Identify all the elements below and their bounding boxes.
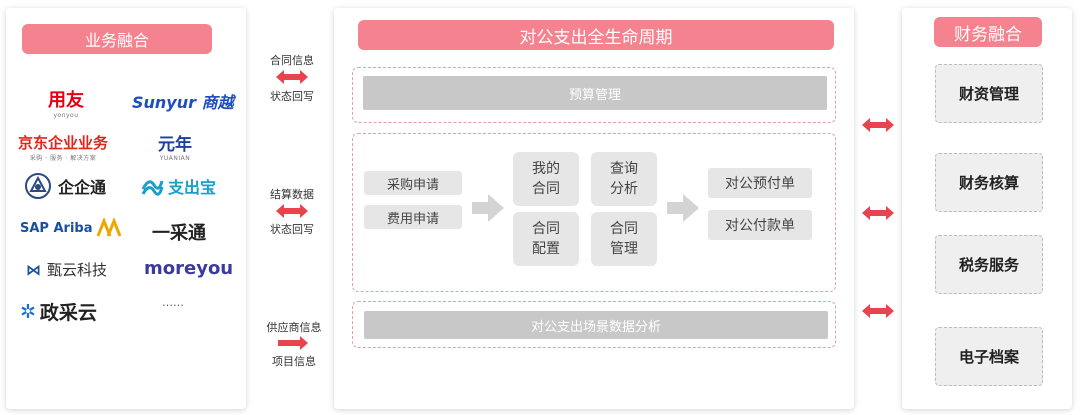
- connector-1-top-label: 合同信息: [270, 54, 314, 67]
- logo-zhengcaiyun: ✲ 政采云: [20, 300, 97, 325]
- logo-yuanian: 元年 YUANIAN: [158, 135, 192, 162]
- logo-yonyou: 用友 yonyou: [48, 90, 84, 119]
- qiqitong-icon: [25, 173, 51, 199]
- electronic-archive-box: 电子档案: [935, 327, 1043, 386]
- logo-zhichubao: 支出宝: [140, 174, 216, 198]
- expense-request-box: 费用申请: [364, 205, 462, 229]
- connector-1-bottom-label: 状态回写: [270, 90, 314, 103]
- logo-qiqitong: 企企通: [24, 172, 106, 200]
- query-analysis-card: 查询 分析: [591, 152, 657, 206]
- zhichubao-icon: [141, 180, 164, 196]
- business-integration-title: 业务融合: [22, 24, 212, 54]
- right-connector-2: [862, 206, 894, 220]
- connector-3-right-arrow: [278, 336, 308, 350]
- logo-yicaitong: 一采通: [152, 223, 206, 244]
- connector-2-top-label: 结算数据: [270, 188, 314, 201]
- contract-config-card: 合同 配置: [513, 212, 579, 266]
- lifecycle-title: 对公支出全生命周期: [358, 20, 834, 50]
- expense-analysis-bar: 对公支出场景数据分析: [364, 311, 828, 339]
- treasury-management-box: 财资管理: [935, 64, 1043, 123]
- financial-accounting-box: 财务核算: [935, 153, 1043, 212]
- logo-zhenyun: ⋈ 甄云科技: [26, 260, 108, 280]
- budget-section: [352, 67, 836, 123]
- connector-2-double-arrow: [276, 204, 308, 218]
- flow-arrow-2: [667, 194, 699, 222]
- logo-jd-enterprise: 京东企业业务 采购 · 服务 · 解决方案: [18, 134, 109, 162]
- connector-2-bottom-label: 状态回写: [270, 223, 314, 236]
- right-connector-3: [862, 304, 894, 318]
- connector-3-bottom-label: 项目信息: [272, 355, 316, 368]
- business-integration-panel: [6, 8, 246, 409]
- contract-management-card: 合同 管理: [591, 212, 657, 266]
- prepayment-order-box: 对公预付单: [708, 168, 812, 198]
- connector-1-double-arrow: [276, 70, 308, 84]
- logo-more: ……: [162, 296, 184, 309]
- right-connector-1: [862, 118, 894, 132]
- tax-service-box: 税务服务: [935, 235, 1043, 294]
- logo-sap-ariba: SAP Ariba: [20, 218, 124, 238]
- ariba-icon: [97, 218, 122, 237]
- my-contracts-card: 我的 合同: [513, 152, 579, 206]
- budget-management-bar: 预算管理: [363, 76, 827, 110]
- analysis-section: [352, 301, 836, 348]
- zhenyun-icon: ⋈: [26, 260, 41, 279]
- connector-3-top-label: 供应商信息: [266, 321, 322, 334]
- purchase-request-box: 采购申请: [364, 171, 462, 195]
- finance-integration-title: 财务融合: [934, 17, 1042, 47]
- logo-moreyou: moreyou: [144, 258, 234, 279]
- contract-section: [352, 133, 836, 292]
- zhengcaiyun-icon: ✲: [20, 300, 36, 323]
- logo-sunyur: Sunyur 商越: [132, 93, 234, 112]
- payment-order-box: 对公付款单: [708, 210, 812, 240]
- flow-arrow-1: [472, 194, 504, 222]
